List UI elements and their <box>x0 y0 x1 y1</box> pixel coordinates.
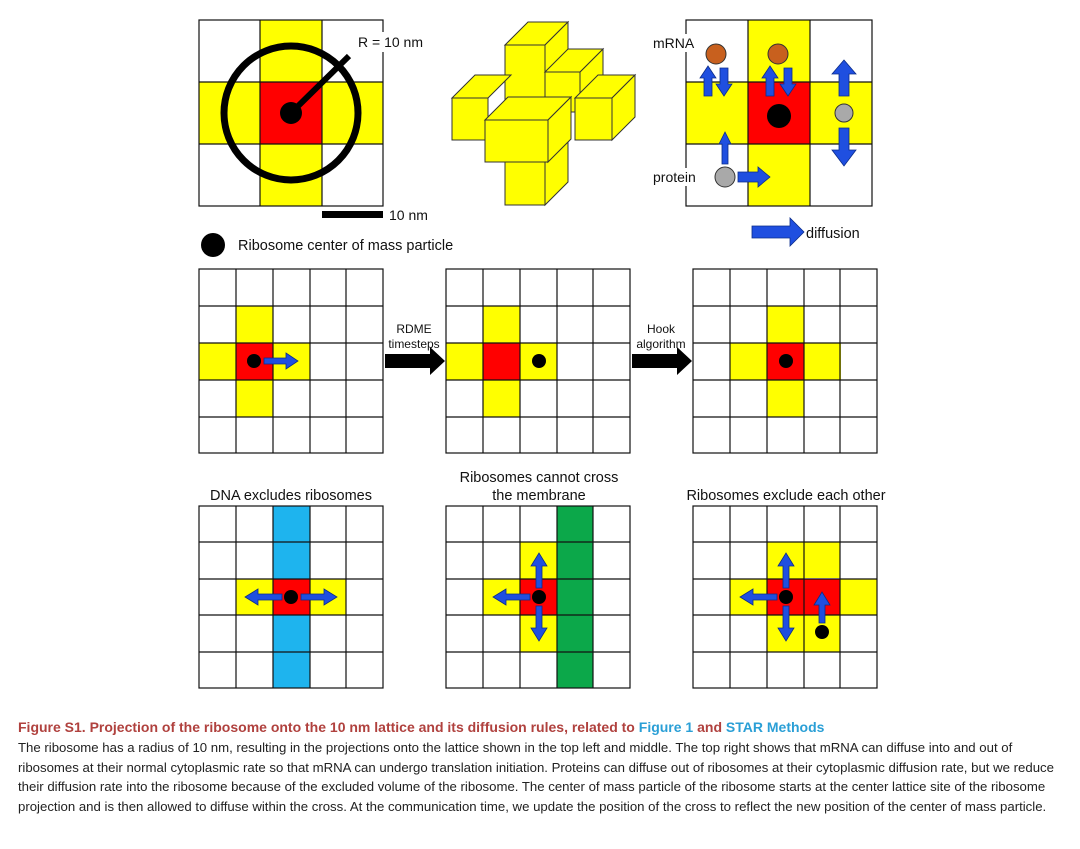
diffusion-arrow <box>831 59 857 97</box>
protein-particle <box>834 103 854 123</box>
top-left-projection-panel: R = 10 nm 10 nm Ribosome center of mass … <box>198 19 453 257</box>
radius-label: R = 10 nm <box>358 34 423 50</box>
membrane-panel-title: Ribosomes cannot cross <box>460 470 619 486</box>
grid-ribosomes-exclude <box>692 505 878 689</box>
rdme-arrow <box>385 347 445 375</box>
hook-label: Hook <box>647 322 676 336</box>
mrna-particle <box>767 43 789 65</box>
dna-panel-title: DNA excludes ribosomes <box>210 488 372 504</box>
center-of-mass-dot <box>767 104 791 128</box>
diffusion-arrow <box>831 127 857 167</box>
scale-bar-label: 10 nm <box>389 207 428 223</box>
figure-caption: Figure S1. Projection of the ribosome on… <box>18 718 1068 816</box>
diffusion-arrow <box>718 131 732 165</box>
protein-label: protein <box>653 169 696 185</box>
diffusion-arrow <box>761 65 779 97</box>
star-methods-link[interactable]: STAR Methods <box>725 719 825 735</box>
grid-membrane <box>445 505 631 689</box>
caption-title-main: Figure S1. Projection of the ribosome on… <box>18 719 639 735</box>
hook-label: algorithm <box>636 337 685 351</box>
grid-before-rdme <box>198 268 384 454</box>
exclude-panel-title: Ribosomes exclude each other <box>686 488 885 504</box>
figure-1-link[interactable]: Figure 1 <box>638 719 694 735</box>
caption-title: Figure S1. Projection of the ribosome on… <box>18 718 1068 736</box>
grid-dna-excludes <box>198 505 384 689</box>
hook-arrow <box>632 347 692 375</box>
membrane-panel-title: the membrane <box>492 488 586 504</box>
legend-dot <box>201 233 225 257</box>
diffusion-legend-arrow <box>751 217 805 247</box>
caption-body: The ribosome has a radius of 10 nm, resu… <box>18 740 1054 814</box>
grid-after-rdme <box>445 268 631 454</box>
figure-s1-diagram: R = 10 nm 10 nm Ribosome center of mass … <box>198 19 886 689</box>
mrna-label: mRNA <box>653 35 695 51</box>
grid-after-hook <box>692 268 878 454</box>
top-right-diffusion-panel: mRNA protein diffusion <box>650 19 873 247</box>
caption-title-and: and <box>693 719 726 735</box>
rdme-label: timesteps <box>388 337 439 351</box>
diffusion-arrow <box>699 65 717 97</box>
rdme-label: RDME <box>396 322 431 336</box>
diffusion-label: diffusion <box>806 226 860 242</box>
middle-row-panels: RDME timesteps Hook algorithm <box>198 268 878 454</box>
legend-label: Ribosome center of mass particle <box>238 238 453 254</box>
mrna-particle <box>705 43 727 65</box>
center-of-mass-dot <box>280 102 302 124</box>
protein-particle <box>714 166 736 188</box>
diffusion-arrow <box>737 166 771 188</box>
radius-line <box>288 53 352 116</box>
scale-bar <box>322 211 383 218</box>
3d-cross-projection <box>450 20 637 207</box>
diffusion-arrow <box>779 67 797 97</box>
radius-circle <box>220 42 362 184</box>
diffusion-arrow <box>715 67 733 97</box>
